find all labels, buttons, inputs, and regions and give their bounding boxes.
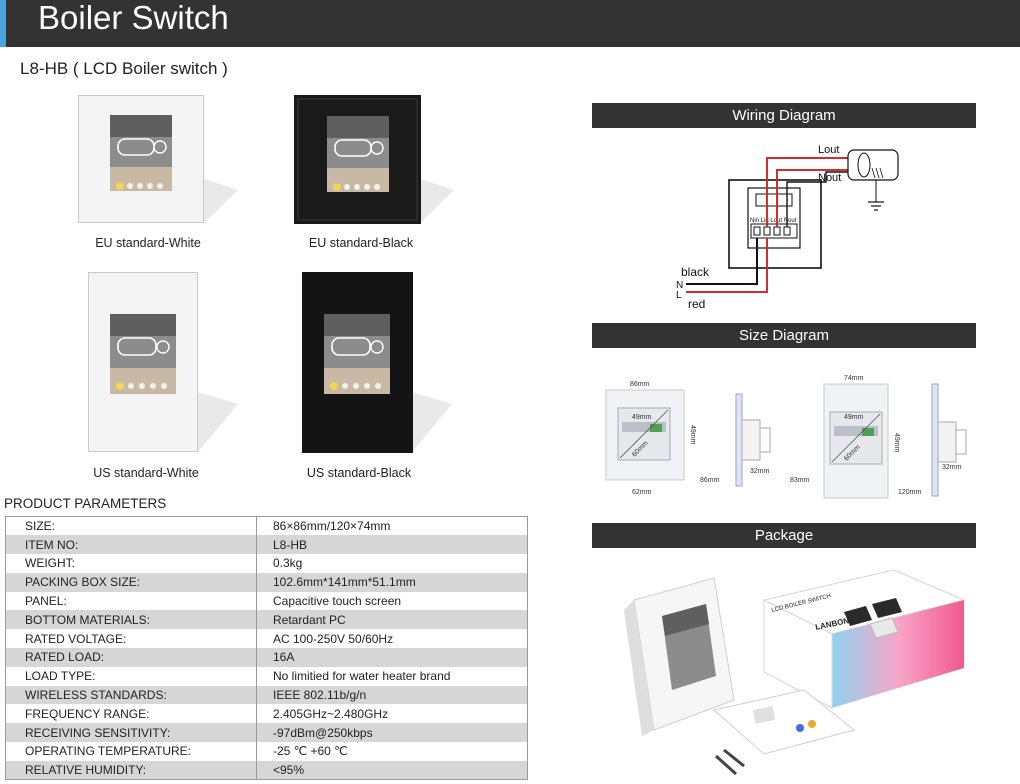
param-value: 86×86mm/120×74mm xyxy=(273,519,391,534)
product-caption-eu-black: EU standard-Black xyxy=(308,236,414,250)
us-width-label: 74mm xyxy=(844,375,864,382)
us-height-label: 120mm xyxy=(898,489,922,496)
param-key: RATED LOAD: xyxy=(5,648,257,667)
eu-side-label: 49mm xyxy=(689,425,696,445)
param-value: 2.405GHz~2.480GHz xyxy=(273,706,389,721)
table-row: RATED LOAD:16A xyxy=(5,648,528,667)
package-image: LANBON LCD BOILER SWITCH xyxy=(624,569,966,776)
param-value: IEEE 802.11b/g/n xyxy=(256,685,528,705)
param-value: AC 100-250V 50/60Hz xyxy=(273,631,394,646)
table-row: WEIGHT: 0.3kg xyxy=(5,554,528,573)
package-title: Package xyxy=(592,523,976,548)
params-title: PRODUCT PARAMETERS xyxy=(4,496,167,511)
param-key: PANEL: xyxy=(5,591,257,611)
table-row: RELATIVE HUMIDITY:<95% xyxy=(5,760,528,780)
black-label: black xyxy=(681,265,710,279)
table-row: LOAD TYPE: No limitied for water heater b… xyxy=(5,666,528,686)
table-row: WIRELESS STANDARDS:IEEE 802.11b/g/n xyxy=(5,685,528,705)
param-value: -97dBm@250kbps xyxy=(256,723,528,743)
size-diagram-title: Size Diagram xyxy=(592,323,976,348)
eu-inner-label: 49mm xyxy=(632,414,652,421)
eu-side-view: 86mm 32mm xyxy=(700,393,771,487)
param-value: 102.6mm*141mm*51.1mm xyxy=(256,572,528,592)
us-depth-label: 32mm xyxy=(942,464,962,471)
table-row: OPERATING TEMPERATURE: -25 ℃ +60 ℃ xyxy=(5,742,528,761)
param-key: SIZE: xyxy=(5,516,257,536)
table-row: RECEIVING SENSITIVITY:-97dBm@250kbps xyxy=(5,723,528,743)
product-eu-white xyxy=(78,95,238,223)
param-value: No limitied for water heater brand xyxy=(273,669,451,684)
param-value: <95% xyxy=(256,760,528,780)
param-key: RATED VOLTAGE: xyxy=(5,629,257,649)
eu-front-view: 86mm 49mm 60mm 49mm 62mm xyxy=(605,381,696,496)
n-label: N xyxy=(676,280,683,291)
us-side-view: 120mm 32mm xyxy=(898,383,967,497)
table-row: FREQUENCY RANGE: 2.405GHz~2.480GHz xyxy=(5,704,528,724)
us-bottom-left-label: 83mm xyxy=(790,477,810,484)
param-key: ITEM NO: xyxy=(5,535,257,555)
nout-label: Nout xyxy=(818,172,841,184)
eu-width-label: 86mm xyxy=(630,381,650,388)
table-row: PACKING BOX SIZE:102.6mm*141mm*51.1mm xyxy=(5,572,528,592)
product-caption-us-black: US standard-Black xyxy=(306,466,412,480)
product-caption-eu-white: EU standard-White xyxy=(95,236,201,250)
size-diagram: 86mm 49mm 60mm 49mm 62mm 86mm 32mm 74mm … xyxy=(605,375,967,499)
product-eu-black xyxy=(294,95,454,224)
param-key: WEIGHT: xyxy=(5,554,257,573)
param-value: Capacitive touch screen xyxy=(273,594,402,609)
params-table: SIZE: 86×86mm/120×74mm ITEM NO:L8-HB WEIG… xyxy=(5,516,528,781)
param-key: RECEIVING SENSITIVITY: xyxy=(5,723,257,743)
param-key: WIRELESS STANDARDS: xyxy=(5,685,257,705)
product-subtitle: L8-HB ( LCD Boiler switch ) xyxy=(20,59,228,78)
param-value: 0.3kg xyxy=(273,556,303,571)
param-value: -25 ℃ +60 ℃ xyxy=(273,744,348,759)
product-us-black xyxy=(302,272,452,453)
wiring-diagram: Nin Lin Lout Nout Lout Nout black N L re… xyxy=(676,144,899,311)
product-us-white xyxy=(88,272,238,452)
table-row: SIZE: 86×86mm/120×74mm xyxy=(5,516,528,536)
page-title: Boiler Switch xyxy=(38,0,229,36)
lout-label: Lout xyxy=(818,144,839,156)
l-label: L xyxy=(676,290,682,301)
param-value: 16A xyxy=(256,648,528,667)
param-value: L8-HB xyxy=(256,535,528,555)
header-bar xyxy=(0,0,1020,47)
table-row: ITEM NO:L8-HB xyxy=(5,535,528,555)
red-label: red xyxy=(688,297,705,311)
table-row: PANEL: Capacitive touch screen xyxy=(5,591,528,611)
eu-depth-label: 32mm xyxy=(750,468,770,475)
eu-height-label: 86mm xyxy=(700,477,720,484)
param-key: OPERATING TEMPERATURE: xyxy=(5,742,257,761)
header-accent xyxy=(0,0,6,47)
wiring-diagram-title: Wiring Diagram xyxy=(592,103,976,128)
terminal-labels: Nin Lin Lout Nout xyxy=(750,218,797,224)
table-row: BOTTOM MATERIALS:Retardant PC xyxy=(5,610,528,630)
us-front-view: 74mm 49mm 60mm 49mm 83mm xyxy=(790,375,900,499)
param-key: LOAD TYPE: xyxy=(5,666,257,686)
us-side-label: 49mm xyxy=(893,433,900,453)
param-key: BOTTOM MATERIALS: xyxy=(5,610,257,630)
param-key: PACKING BOX SIZE: xyxy=(5,572,257,592)
product-caption-us-white: US standard-White xyxy=(93,466,199,480)
us-inner-label: 49mm xyxy=(844,414,864,421)
param-key: RELATIVE HUMIDITY: xyxy=(5,760,257,780)
eu-bottom-label: 62mm xyxy=(632,489,652,496)
table-row: RATED VOLTAGE: AC 100-250V 50/60Hz xyxy=(5,629,528,649)
param-key: FREQUENCY RANGE: xyxy=(5,704,257,724)
param-value: Retardant PC xyxy=(256,610,528,630)
